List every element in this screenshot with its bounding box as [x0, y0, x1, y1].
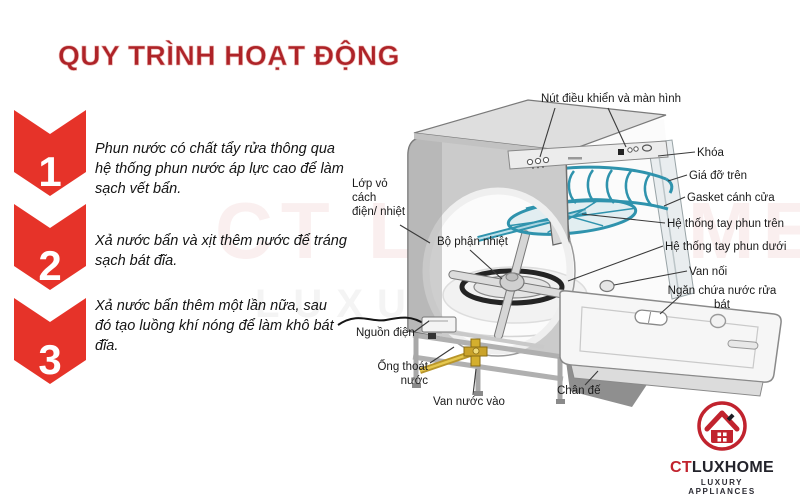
label-insulation-shell: Lớp vỏ cách điện/ nhiệt — [352, 178, 406, 219]
control-button — [542, 156, 550, 164]
label-water-inlet-valve: Van nước vào — [433, 396, 505, 408]
dishwasher-illustration — [337, 99, 782, 407]
step-2-description: Xả nước bẩn và xịt thêm nước để tráng sạ… — [95, 233, 347, 269]
label-base-stand: Chân đế — [557, 385, 601, 397]
step-3-description: Xả nước bẩn thêm một lần nữa, sau đó tạo… — [95, 298, 334, 354]
label-upper-spray-arm: Hệ thống tay phun trên — [667, 218, 784, 230]
step-arrow-3: 3 — [14, 298, 86, 384]
page-title: QUY TRÌNH HOẠT ĐỘNG — [58, 40, 400, 72]
logo-wordmark: CTLUXHOME — [668, 459, 776, 477]
step-number-2: 2 — [38, 242, 61, 289]
power-cord — [337, 316, 457, 339]
control-button — [534, 157, 542, 165]
label-control-panel: Nút điều khiển và màn hình — [540, 93, 681, 105]
connecting-valve-knob — [599, 279, 615, 293]
door-vent — [727, 339, 759, 350]
drain-outlet — [428, 333, 436, 339]
lower-spray-arm — [448, 230, 576, 340]
step-arrows: 1 2 3 — [14, 110, 86, 384]
detergent-dispenser — [634, 309, 668, 326]
logo-ct: CT — [669, 459, 692, 476]
rinse-aid-cap — [709, 313, 727, 329]
label-heating-element: Bộ phận nhiệt — [437, 236, 508, 248]
label-drain-pipe: Ống thoát nước — [377, 361, 428, 388]
lock-latch — [641, 144, 653, 152]
label-lock: Khóa — [697, 147, 724, 159]
label-upper-rack: Giá đỡ trên — [689, 170, 748, 182]
control-button — [526, 158, 534, 166]
label-power-source: Nguồn điện — [356, 327, 415, 339]
display-screen — [618, 149, 624, 155]
step-number-3: 3 — [38, 336, 61, 383]
step-arrow-1: 1 — [14, 110, 86, 196]
logo-luxhome: LUXHOME — [691, 459, 775, 476]
logo-house-icon — [697, 401, 747, 451]
open-door — [559, 279, 782, 397]
control-panel — [507, 140, 669, 170]
cabinet-side-panel — [407, 136, 576, 360]
step-1-description: Phun nước có chất tẩy rửa thông qua hệ t… — [95, 141, 344, 197]
brand-logo: CTLUXHOME LUXURY APPLIANCES — [668, 400, 776, 496]
label-connecting-valve: Van nối — [689, 266, 728, 278]
water-inlet-pipe — [419, 338, 488, 374]
logo-tagline: LUXURY APPLIANCES — [688, 478, 756, 496]
label-lower-spray-arm: Hệ thống tay phun dưới — [665, 241, 787, 253]
step-number-1: 1 — [38, 148, 61, 195]
step-arrow-2: 2 — [14, 204, 86, 290]
leader-lines — [399, 107, 696, 396]
label-door-gasket: Gasket cánh cửa — [687, 192, 775, 204]
label-detergent-compartment: Ngăn chứa nước rửa bát — [667, 285, 777, 312]
